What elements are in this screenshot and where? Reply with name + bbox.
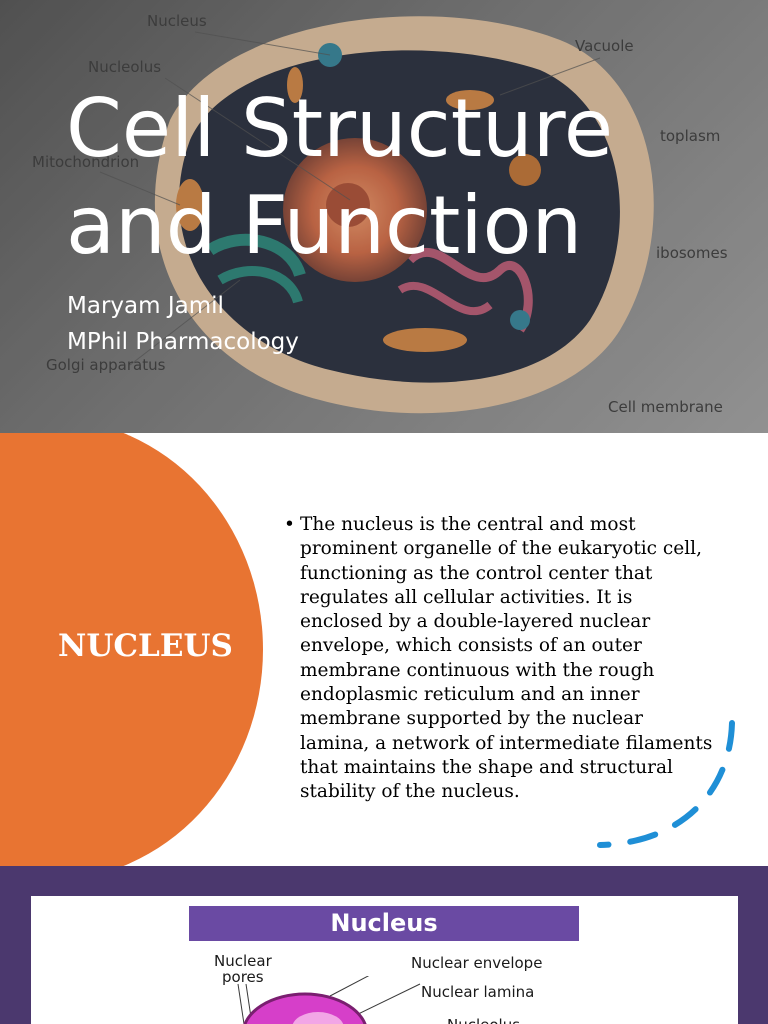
nucleus-illustration bbox=[237, 976, 421, 1024]
diagram-label-cell-membrane: Cell membrane bbox=[608, 398, 723, 416]
label-nuclear-pores-line2: pores bbox=[222, 968, 264, 986]
section-heading: NUCLEUS bbox=[58, 628, 233, 664]
author-name: Maryam Jamil bbox=[67, 293, 224, 319]
diagram-label-ribosomes: ibosomes bbox=[656, 244, 728, 262]
title-line-1: Cell Structure bbox=[66, 82, 614, 175]
label-nucleolus: Nucleolus bbox=[447, 1016, 520, 1024]
title-line-2: and Function bbox=[66, 179, 583, 272]
diagram-label-vacuole: Vacuole bbox=[575, 37, 634, 55]
slide-subtitle: Maryam Jamil MPhil Pharmacology bbox=[67, 288, 299, 360]
cell-illustration bbox=[99, 16, 654, 414]
diagram-banner: Nucleus bbox=[189, 906, 579, 941]
label-nuclear-pores-line1: Nuclear bbox=[214, 952, 272, 970]
image-overlay bbox=[0, 0, 768, 433]
diagram-label-mitochondrion: Mitochondrion bbox=[32, 153, 140, 171]
title-slide: Nucleus Vacuole Nucleolus Mitochondrion … bbox=[0, 0, 768, 433]
diagram-label-cytoplasm: toplasm bbox=[660, 127, 721, 145]
nucleus-diagram-slide: Nucleus Nuclear pores Nuclear envelope N… bbox=[0, 866, 768, 1024]
label-nuclear-lamina: Nuclear lamina bbox=[421, 983, 535, 1001]
author-degree: MPhil Pharmacology bbox=[67, 329, 299, 355]
diagram-label-golgi: Golgi apparatus bbox=[46, 356, 166, 374]
nucleus-paragraph: The nucleus is the central and most prom… bbox=[300, 514, 713, 803]
nucleus-slide: NUCLEUS • The nucleus is the central and… bbox=[0, 433, 768, 866]
label-nuclear-envelope: Nuclear envelope bbox=[411, 954, 543, 972]
dashed-arc-decoration bbox=[597, 720, 735, 848]
nucleus-description: • The nucleus is the central and most pr… bbox=[284, 513, 714, 805]
bullet-icon: • bbox=[284, 514, 295, 535]
diagram-label-nucleolus: Nucleolus bbox=[88, 58, 162, 76]
slide-title: Cell Structure and Function bbox=[66, 80, 613, 274]
diagram-label-nucleus: Nucleus bbox=[147, 12, 207, 30]
